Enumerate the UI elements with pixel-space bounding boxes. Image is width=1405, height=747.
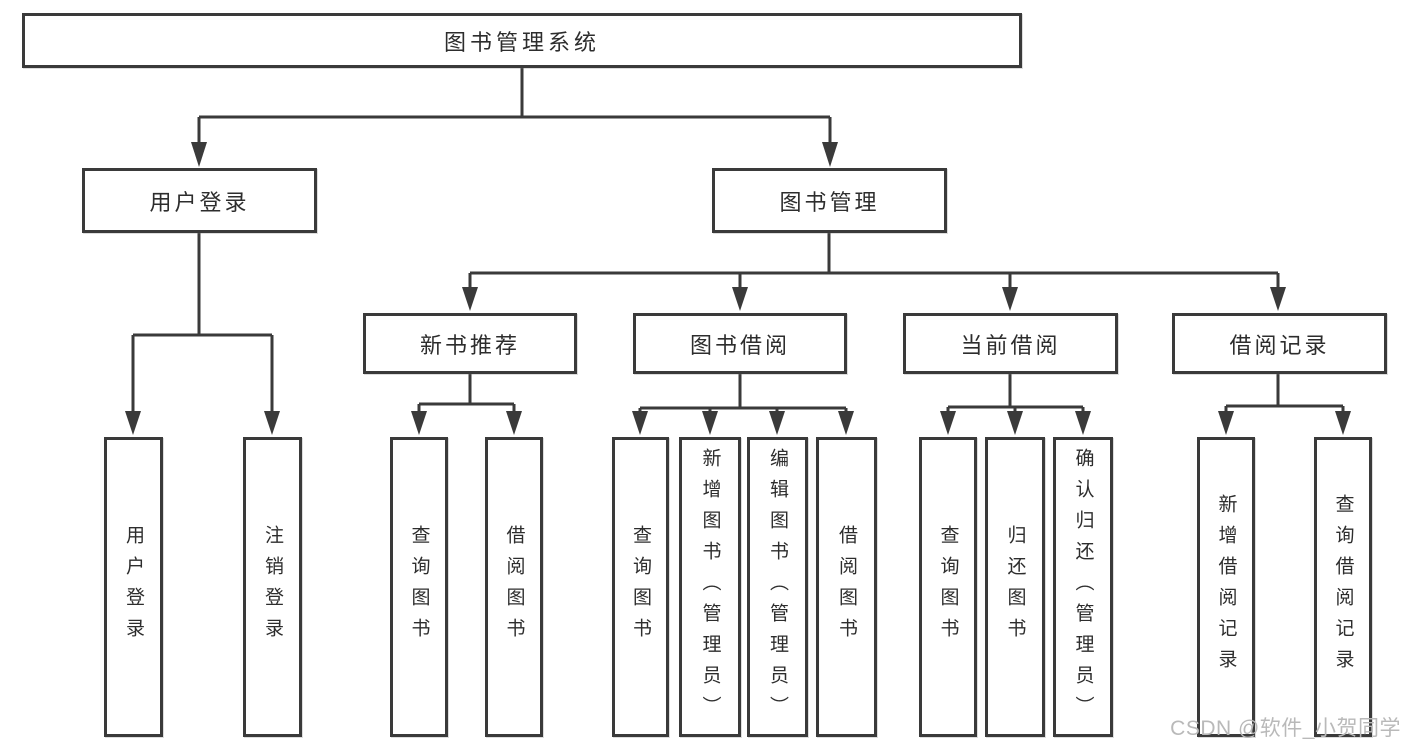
node-label: 用户登录 xyxy=(123,525,144,649)
watermark: CSDN @软件_小贺同学 xyxy=(1170,717,1401,740)
arrow-down-icon xyxy=(1075,411,1091,435)
arrow-down-icon xyxy=(632,411,648,435)
node-label: 借阅图书 xyxy=(836,525,857,649)
node-label: 查询图书 xyxy=(630,525,651,649)
arrow-down-icon xyxy=(506,411,522,435)
node-book-mgmt: 图书管理 xyxy=(712,168,947,233)
connector-user-login-branch xyxy=(131,233,274,414)
node-label: 查询借阅记录 xyxy=(1332,494,1354,680)
leaf-query-borrow-record: 查询借阅记录 xyxy=(1314,437,1372,737)
node-label: 借阅图书 xyxy=(503,525,525,649)
arrow-down-icon xyxy=(191,142,207,167)
leaf-borrow-book-1: 借阅图书 xyxy=(485,437,543,737)
arrow-down-icon xyxy=(769,411,785,435)
arrow-down-icon xyxy=(940,411,956,435)
connector-borrow-record-branch xyxy=(1224,374,1345,414)
node-label: 注销登录 xyxy=(262,525,283,649)
connector-root-to-level2 xyxy=(197,68,832,144)
node-label: 图书管理系统 xyxy=(443,29,600,55)
node-label: 新增图书（管理员） xyxy=(699,447,721,727)
leaf-return-book: 归还图书 xyxy=(985,437,1045,737)
node-label: 归还图书 xyxy=(1004,525,1026,649)
arrow-down-icon xyxy=(1218,411,1234,435)
connector-book-borrow-branch xyxy=(638,374,848,414)
arrow-down-icon xyxy=(264,411,280,435)
arrow-down-icon xyxy=(732,287,748,311)
node-borrow-record: 借阅记录 xyxy=(1172,313,1387,374)
node-label: 确认归还（管理员） xyxy=(1072,447,1094,727)
leaf-confirm-return: 确认归还（管理员） xyxy=(1053,437,1113,737)
node-label: 编辑图书（管理员） xyxy=(767,447,788,727)
leaf-logout: 注销登录 xyxy=(243,437,302,737)
arrow-down-icon xyxy=(702,411,718,435)
leaf-user-login: 用户登录 xyxy=(104,437,163,737)
node-user-login: 用户登录 xyxy=(82,168,317,233)
leaf-add-borrow-record: 新增借阅记录 xyxy=(1197,437,1255,737)
node-new-book-rec: 新书推荐 xyxy=(363,313,577,374)
node-label: 借阅记录 xyxy=(1229,332,1330,358)
node-label: 新增借阅记录 xyxy=(1215,494,1237,680)
node-root: 图书管理系统 xyxy=(22,13,1022,68)
arrow-down-icon xyxy=(125,411,141,435)
arrow-down-icon xyxy=(462,287,478,311)
leaf-query-book-3: 查询图书 xyxy=(919,437,977,737)
node-label: 图书借阅 xyxy=(689,332,790,358)
leaf-edit-book: 编辑图书（管理员） xyxy=(747,437,808,737)
leaf-borrow-book-2: 借阅图书 xyxy=(816,437,877,737)
leaf-query-book-1: 查询图书 xyxy=(390,437,448,737)
arrow-down-icon xyxy=(838,411,854,435)
node-label: 查询图书 xyxy=(408,525,430,649)
arrow-down-icon xyxy=(1270,287,1286,311)
leaf-query-book-2: 查询图书 xyxy=(612,437,669,737)
arrow-down-icon xyxy=(1335,411,1351,435)
arrow-down-icon xyxy=(1007,411,1023,435)
node-book-borrow: 图书借阅 xyxy=(633,313,847,374)
arrow-down-icon xyxy=(822,142,838,167)
node-label: 用户登录 xyxy=(149,189,250,215)
node-label: 新书推荐 xyxy=(419,332,520,358)
node-label: 当前借阅 xyxy=(960,332,1061,358)
node-label: 图书管理 xyxy=(779,189,880,215)
node-label: 查询图书 xyxy=(937,525,959,649)
arrow-down-icon xyxy=(411,411,427,435)
connector-book-mgmt-branch xyxy=(468,233,1280,289)
leaf-add-book: 新增图书（管理员） xyxy=(679,437,741,737)
arrowheads xyxy=(125,142,1351,435)
arrow-down-icon xyxy=(1002,287,1018,311)
node-current-borrow: 当前借阅 xyxy=(903,313,1118,374)
connector-new-book-branch xyxy=(417,374,516,414)
connector-current-borrow-branch xyxy=(946,374,1085,414)
